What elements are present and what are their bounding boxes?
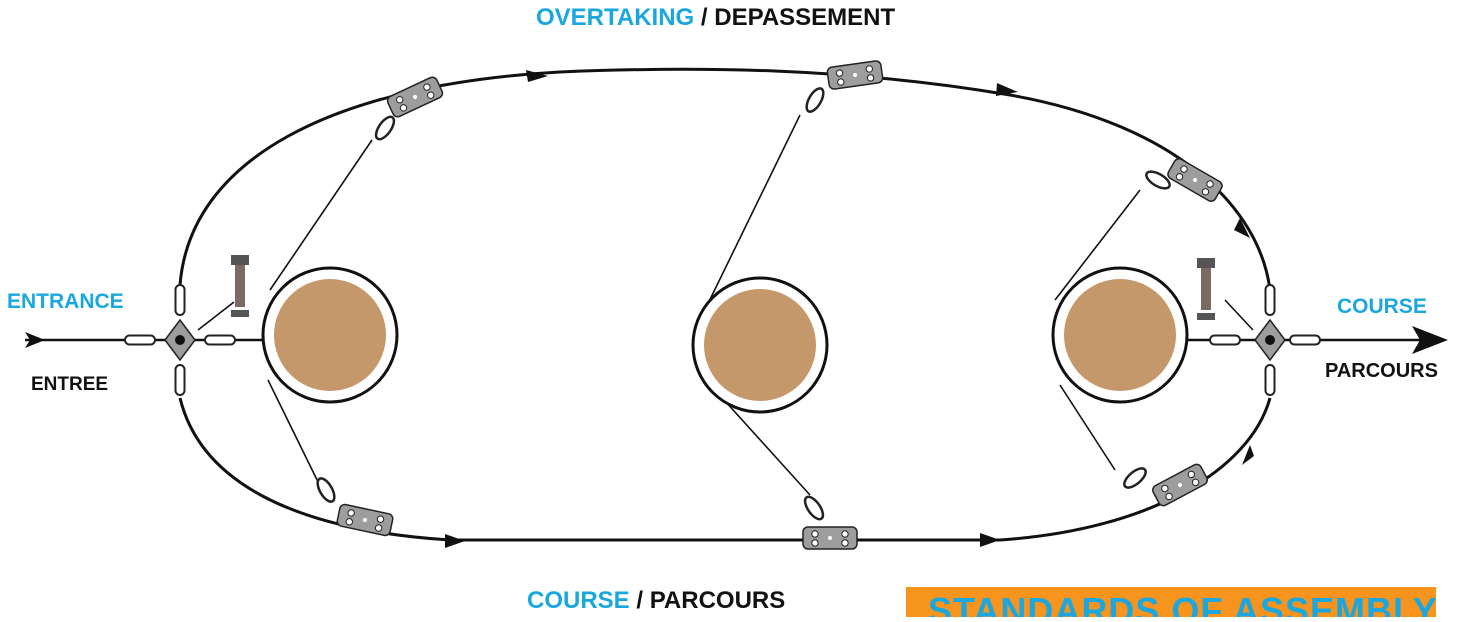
course-title: COURSE / PARCOURS [527,587,785,615]
course-cable [178,397,1272,542]
tree-trunk-icon [261,266,399,404]
course-separator: / [629,587,650,614]
pulley-plate-icon [385,74,445,120]
junction-plate-icon [124,284,236,396]
entree-label: ENTREE [31,374,109,395]
standards-banner: STANDARDS OF ASSEMBLY [906,587,1436,617]
tree-trunk-icon [1051,266,1189,404]
tree-wrap-lines [197,114,1254,496]
depassement-label: DEPASSEMENT [714,4,896,31]
pulley-plate-icon [1165,156,1225,204]
title-separator: / [694,4,715,31]
bolt-icon [1197,258,1215,320]
banner-title: STANDARDS OF ASSEMBLY [928,590,1436,617]
overtaking-title: OVERTAKING / DEPASSEMENT [536,4,895,32]
exit-course-label: COURSE [1337,295,1427,318]
entrance-label: ENTRANCE [7,290,124,313]
pulley-plate-icon [1150,461,1210,509]
pulley-plate-icon [802,526,858,550]
bolt-icon [231,255,249,317]
course-label: COURSE [527,587,630,614]
tree-trunk-icon [691,276,829,414]
junction-plate-icon [1209,284,1321,396]
pulley-plate-icon [335,502,395,538]
overtaking-cable [178,67,1272,291]
parcours-label: PARCOURS [649,587,786,614]
direction-arrow-icon [25,70,1448,548]
exit-parcours-label: PARCOURS [1325,360,1438,382]
pulley-plate-icon [825,59,885,91]
carabiner-icon [316,87,1171,521]
overtaking-label: OVERTAKING [536,4,695,31]
